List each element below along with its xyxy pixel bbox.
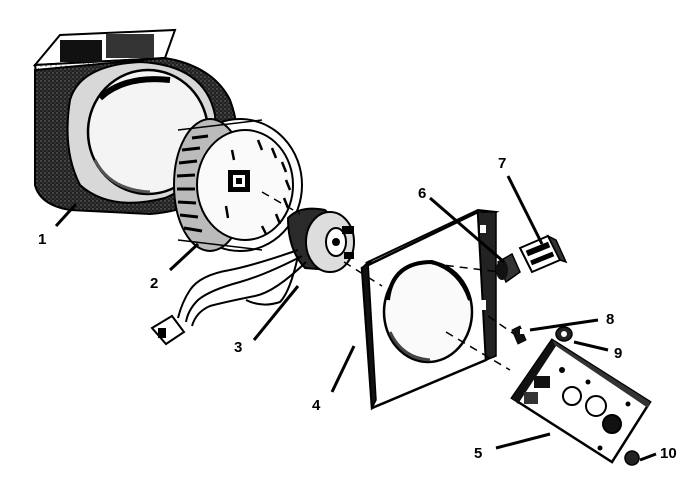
leader-lines (54, 175, 657, 462)
label-part-4: 4 (312, 397, 321, 414)
label-part-5: 5 (474, 445, 482, 462)
label-part-1: 1 (38, 231, 46, 248)
label-part-10: 10 (660, 445, 677, 462)
small-nut (624, 450, 640, 466)
label-part-2: 2 (150, 275, 158, 292)
blower-wheel (173, 118, 303, 252)
control-panel (510, 338, 652, 464)
label-part-7: 7 (498, 155, 506, 172)
label-part-9: 9 (614, 345, 622, 362)
nut (555, 326, 573, 342)
label-part-8: 8 (606, 311, 614, 328)
label-part-6: 6 (418, 185, 426, 202)
motor (150, 207, 355, 346)
mounting-plate (360, 208, 500, 411)
assembly-axis-lines (261, 191, 515, 371)
screw (511, 325, 527, 345)
label-part-3: 3 (234, 339, 242, 356)
relay (518, 234, 568, 274)
